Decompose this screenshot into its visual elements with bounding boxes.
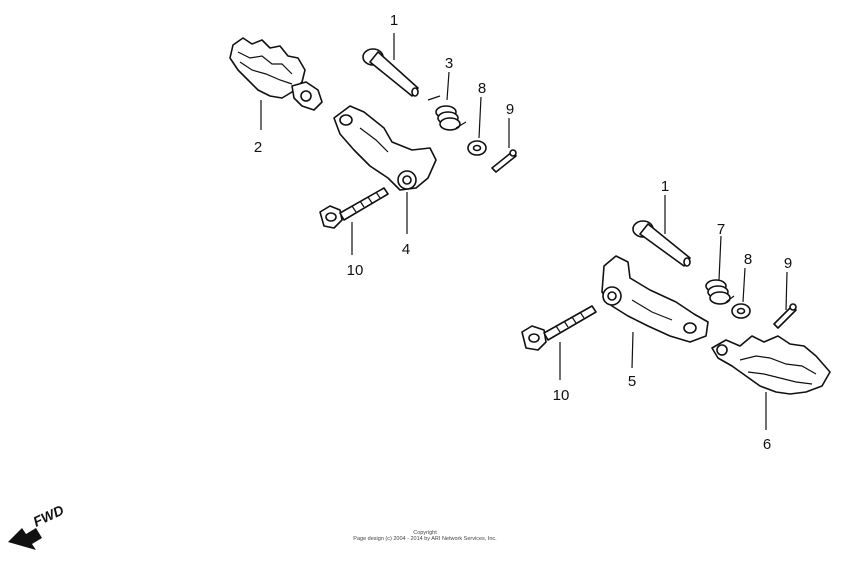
callout-1-lower: 1 xyxy=(661,178,669,195)
bolt-lower xyxy=(521,305,597,351)
forward-arrow-icon: FWD xyxy=(8,502,66,550)
footpeg-bracket-upper xyxy=(333,105,437,191)
callout-8-upper: 8 xyxy=(478,80,486,97)
cotter-pin-upper xyxy=(491,149,517,173)
callout-9-lower: 9 xyxy=(784,255,792,272)
cotter-pin-lower xyxy=(773,303,797,329)
lower-assembly: 1 7 8 9 5 10 6 xyxy=(521,178,831,453)
callout-2-upper: 2 xyxy=(254,139,262,156)
pivot-pin-upper xyxy=(362,48,419,97)
callout-1-upper: 1 xyxy=(390,12,398,29)
footpeg-left xyxy=(229,37,323,111)
callout-10-lower: 10 xyxy=(553,387,570,404)
copyright-notice: Page design (c) 2004 - 2014 by ARI Netwo… xyxy=(353,536,497,542)
return-spring-lower xyxy=(705,279,735,305)
callout-9-upper: 9 xyxy=(506,101,514,118)
footpeg-right xyxy=(711,335,831,395)
callout-6-lower: 6 xyxy=(763,436,771,453)
callout-4-upper: 4 xyxy=(402,241,410,258)
fwd-label: FWD xyxy=(31,502,67,530)
pivot-pin-lower xyxy=(632,220,691,267)
callout-8-lower: 8 xyxy=(744,251,752,268)
washer-upper xyxy=(467,140,487,156)
callout-3-upper: 3 xyxy=(445,55,453,72)
callout-7-lower: 7 xyxy=(717,221,725,238)
copyright-heading: Copyright xyxy=(413,530,437,536)
bolt-upper xyxy=(319,187,389,229)
footpeg-bracket-lower xyxy=(601,255,709,343)
callout-5-lower: 5 xyxy=(628,373,636,390)
upper-assembly: 1 3 8 9 2 4 10 xyxy=(229,12,517,279)
return-spring-upper xyxy=(427,95,467,131)
washer-lower xyxy=(731,303,751,319)
callout-10-upper: 10 xyxy=(347,262,364,279)
